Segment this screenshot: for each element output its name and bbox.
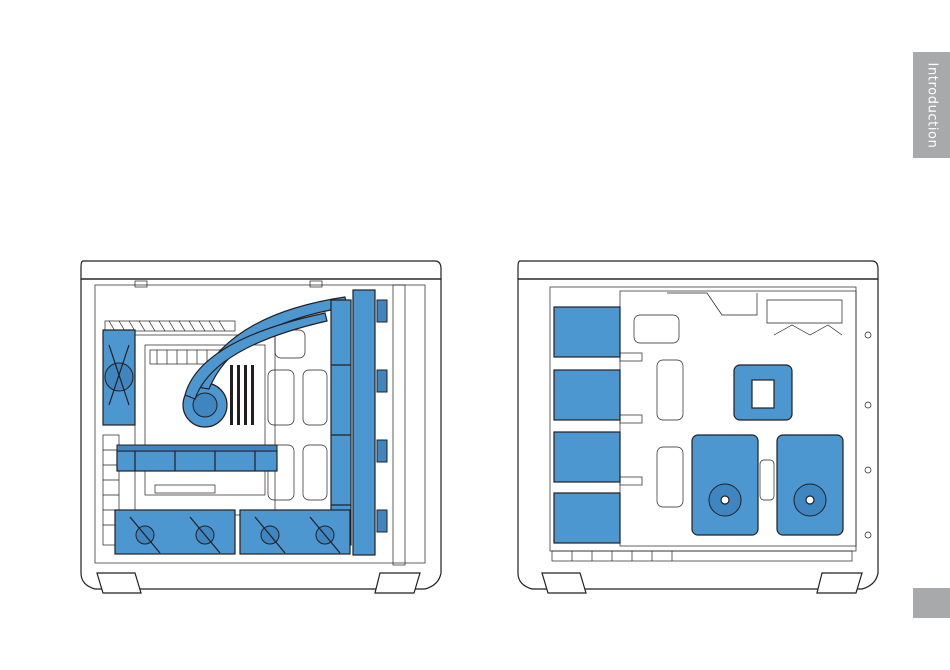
case-foot-right [375,573,420,593]
section-tab-label: Introduction [924,62,939,148]
case-front-view-illustration [75,255,445,600]
cpu-backplate [734,365,792,420]
case-top-panel [518,261,878,279]
graphics-card [117,445,277,471]
case-top-panel [81,261,441,279]
pcie-slot-lower [155,485,215,493]
case-foot-left [97,573,141,593]
bottom-fans [115,510,350,554]
hard-drives [692,435,843,535]
psu-shroud-top [667,293,842,323]
case-rear-view-illustration [512,255,882,600]
tray-hinges [620,353,642,485]
ram-slots [230,365,254,425]
bottom-port-row [552,551,852,561]
front-filter-rail [393,285,405,565]
rear-standoffs [865,332,871,538]
center-bracket [760,460,774,500]
top-handle-left [135,281,147,287]
aio-tube-outer [197,297,347,389]
section-tab[interactable]: Introduction [913,52,950,158]
ssd-trays [554,307,620,543]
cable-cutouts [634,315,683,507]
rear-fan [103,330,135,425]
page-number-tab [913,588,950,618]
top-handle-right [310,281,322,287]
cable-grommets [268,330,327,500]
case-foot-left [542,573,586,593]
case-foot-right [817,573,862,593]
